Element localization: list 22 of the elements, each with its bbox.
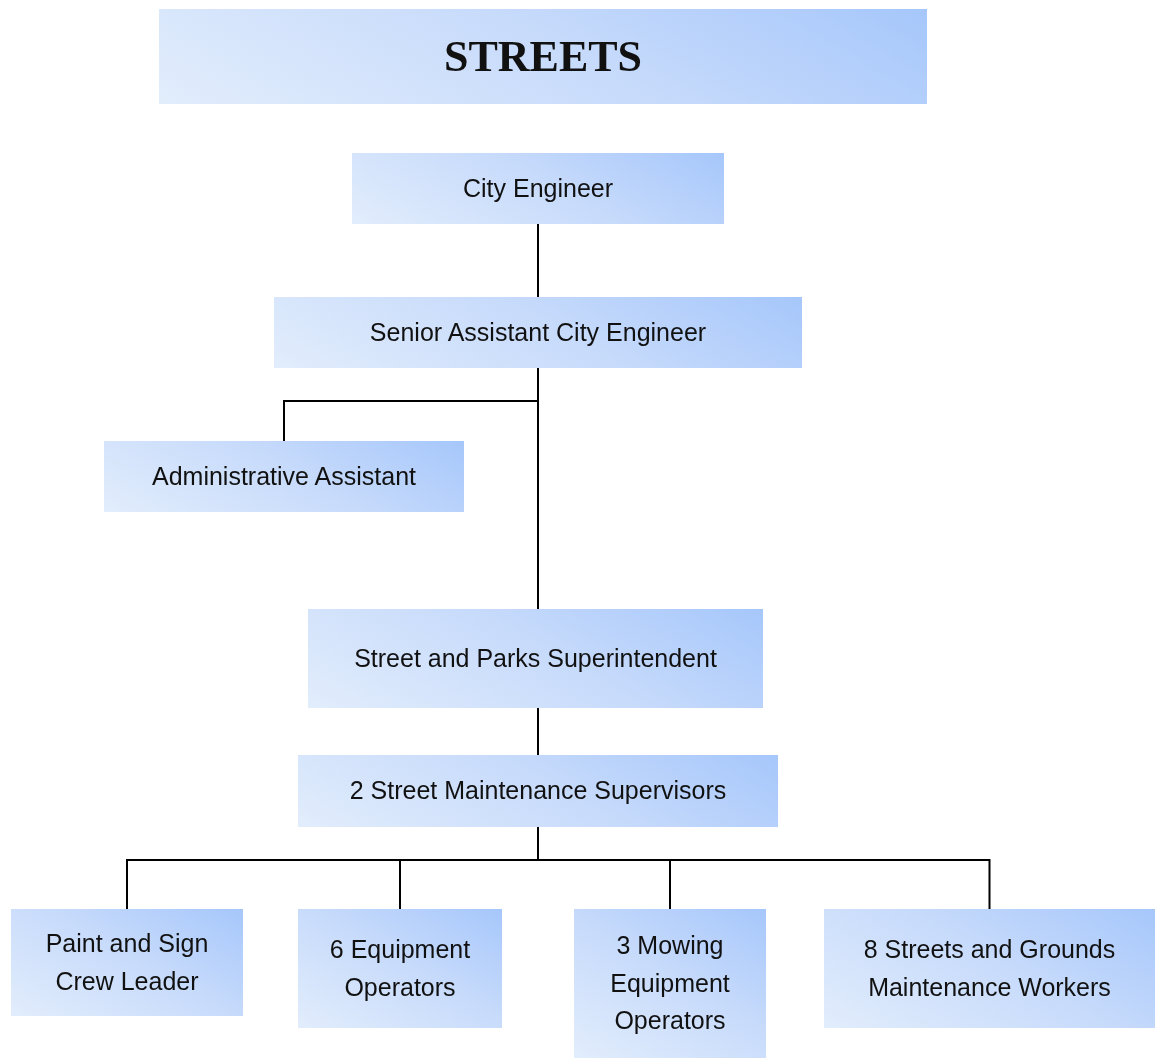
org-box xyxy=(11,909,243,1016)
org-box xyxy=(298,909,502,1028)
role-label: City Engineer xyxy=(461,172,615,204)
org-box xyxy=(308,609,763,708)
org-box xyxy=(104,441,464,512)
org-box xyxy=(274,297,802,368)
role-label: Senior Assistant City Engineer xyxy=(368,316,708,348)
title: STREETS xyxy=(443,31,643,82)
connector-line xyxy=(537,367,539,610)
org-box xyxy=(298,755,778,827)
role-label: Paint and Sign Crew Leader xyxy=(44,928,210,997)
role-label: 3 Mowing Equipment Operators xyxy=(609,930,731,1037)
role-label: Administrative Assistant xyxy=(151,460,417,492)
connector-line xyxy=(537,707,539,756)
role-label: 8 Streets and Grounds Maintenance Workers xyxy=(862,934,1117,1003)
role-label: 6 Equipment Operators xyxy=(328,934,472,1003)
org-box xyxy=(352,153,724,224)
org-box xyxy=(574,909,766,1058)
org-box xyxy=(824,909,1155,1028)
role-label: Street and Parks Superintendent xyxy=(353,642,718,674)
connector-line xyxy=(537,223,539,298)
role-label: 2 Street Maintenance Supervisors xyxy=(348,775,728,807)
